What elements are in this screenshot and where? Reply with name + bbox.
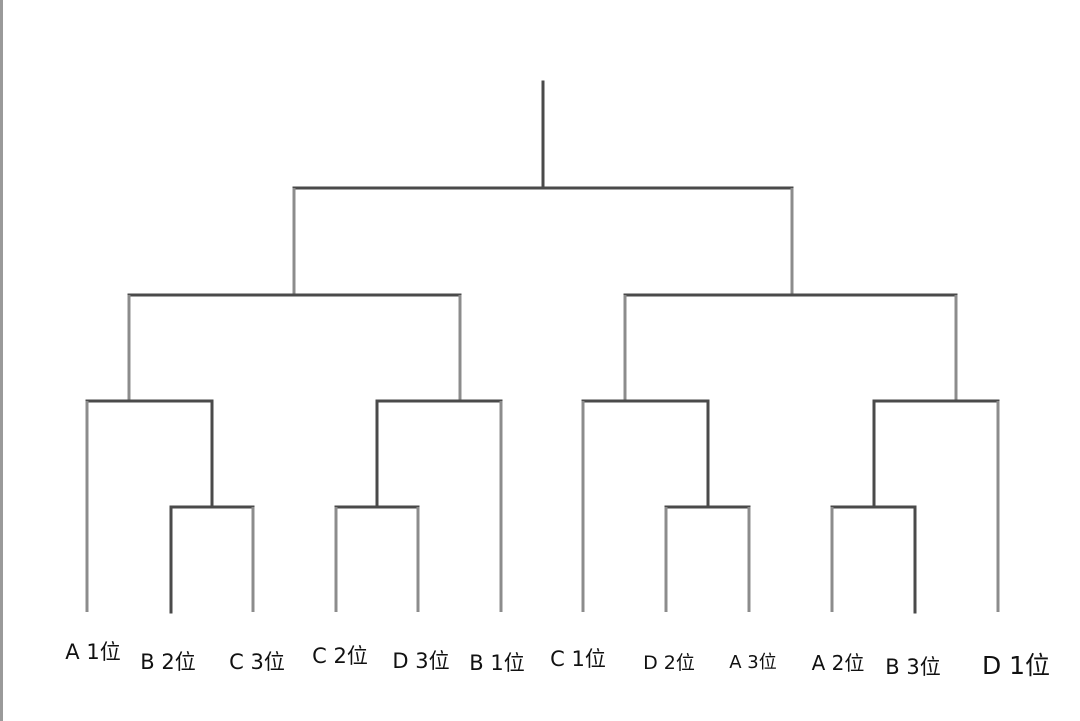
entrant-label: B 3位	[885, 655, 941, 679]
entrant-label: D 2位	[643, 652, 695, 674]
entrant-label: B 1位	[469, 651, 525, 675]
entrant-label: A 3位	[729, 652, 777, 673]
entrant-label: D 3位	[392, 649, 450, 673]
entrant-label: C 1位	[550, 647, 606, 671]
entrant-label: B 2位	[140, 650, 196, 674]
entrant-label: A 1位	[65, 640, 121, 664]
entrant-label: A 2位	[811, 651, 865, 675]
tournament-bracket	[85, 80, 1000, 614]
entrant-label: C 3位	[229, 650, 285, 674]
entrant-label: C 2位	[312, 644, 368, 668]
entrant-label: D 1位	[981, 651, 1051, 680]
